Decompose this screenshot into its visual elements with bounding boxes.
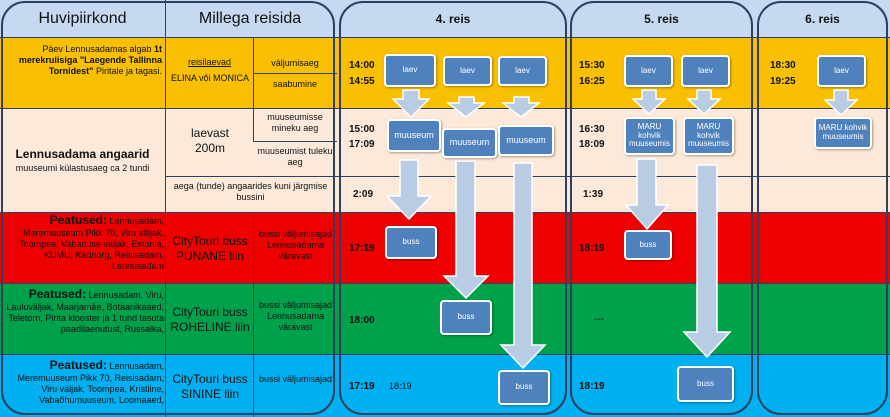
header-area: Huvipiirkond xyxy=(38,10,127,27)
ship-transport-title: reisilaevad xyxy=(187,57,232,67)
trip4-ship-box: laev xyxy=(384,54,436,87)
museum-title: Lennusadama angaarid xyxy=(15,147,150,161)
blue-bus-line: CityTouri buss SININE liin xyxy=(172,372,248,401)
col-divider xyxy=(253,37,254,141)
header-transport: Millega reisida xyxy=(198,10,302,27)
trip5-wait: 1:39 xyxy=(583,189,604,200)
arrow-down xyxy=(500,96,542,118)
trip6-ship-box: laev xyxy=(817,55,866,87)
green-stops: Peatused: Lennusadam, Viru, Lauluväljak,… xyxy=(6,287,164,334)
trip5-ship-depart: 15:30 xyxy=(579,60,605,71)
sub-divider xyxy=(253,141,337,142)
col-divider xyxy=(165,0,166,417)
museum-go-label: muuseumisse mineku aeg xyxy=(267,112,323,133)
trip4-blue-time: 17:19 xyxy=(349,381,375,392)
trip4-ship-box: laev xyxy=(498,56,547,86)
trip4-museum-box: muuseum xyxy=(442,128,497,158)
trip6-ship-depart: 18:30 xyxy=(770,60,796,71)
row-divider xyxy=(0,108,890,109)
blue-bus-note: bussi väljumisajad xyxy=(258,374,333,384)
arrow-down xyxy=(442,160,490,300)
trip5-museum-box: MARU kohvik muuseumis xyxy=(683,117,734,155)
arrow-down xyxy=(631,89,667,116)
museum-leave-label: muuseumist tuleku aeg xyxy=(257,146,333,167)
row-divider xyxy=(0,37,890,38)
trip5-ship-arrive: 16:25 xyxy=(579,76,605,87)
trip5-museum-go: 16:30 xyxy=(579,124,605,135)
arrow-down xyxy=(682,164,732,359)
wait-label: aega (tunde) angaarides kuni järgmise bu… xyxy=(173,181,328,202)
trip4-bus-box-blue: buss xyxy=(498,370,550,405)
trip4-museum-box: muuseum xyxy=(498,125,554,156)
ship-row-description: Päev Lennusadamas algab 1t merekruiisiga… xyxy=(18,44,162,76)
ship-depart-label: väljumisaeg xyxy=(271,58,319,68)
trip4-red-time: 17:19 xyxy=(349,243,375,254)
trip5-bus-box-red: buss xyxy=(624,230,672,260)
trip4-bus-box-green: buss xyxy=(440,300,492,335)
row-divider xyxy=(0,212,890,213)
header-trip4: 4. reis xyxy=(435,12,471,26)
trip4-museum-box: muuseum xyxy=(387,119,441,152)
green-bus-line: CityTouri buss ROHELINE liin xyxy=(170,305,250,334)
trip4-ship-depart: 14:00 xyxy=(349,60,375,71)
arrow-down xyxy=(391,89,431,119)
trip6-frame xyxy=(757,1,888,415)
green-bus-note: bussi väljumisajad Lennusadama väravast xyxy=(258,300,333,332)
left-panel-frame xyxy=(1,1,335,415)
trip5-red-time: 18:19 xyxy=(579,243,605,254)
museum-subtitle: muuseumi külastusaeg ca 2 tundi xyxy=(15,163,150,173)
row-divider xyxy=(0,354,890,355)
header-trip5: 5. reis xyxy=(644,12,679,26)
trip6-ship-arrive: 19:25 xyxy=(770,76,796,87)
arrow-down xyxy=(499,162,547,370)
trip5-bus-box-blue: buss xyxy=(677,366,734,402)
trip4-green-time: 18:00 xyxy=(349,315,375,326)
trip4-museum-leave: 17:09 xyxy=(349,139,375,150)
trip5-blue-time: 18:19 xyxy=(579,381,605,392)
sub-divider xyxy=(253,73,337,74)
trip5-ship-box: laev xyxy=(681,55,730,87)
red-bus-note: bussi väljumisajad Lennusadama väravast xyxy=(258,229,333,261)
arrow-down xyxy=(823,89,859,117)
arrow-down xyxy=(686,89,722,116)
col-divider xyxy=(253,212,254,417)
trip5-museum-box: MARU kohvik muuseumis xyxy=(624,117,675,155)
blue-stops: Peatused: Lennusadam, Meremuuseum Pikk 7… xyxy=(17,358,164,405)
trip4-bus-box-red: buss xyxy=(385,226,437,259)
header-trip6: 6. reis xyxy=(805,12,840,26)
trip5-frame xyxy=(570,1,753,415)
trip4-ship-arrive: 14:55 xyxy=(349,76,375,87)
wait-row-band xyxy=(0,176,890,212)
trip4-wait: 2:09 xyxy=(353,189,374,200)
trip5-ship-box: laev xyxy=(624,55,673,87)
trip6-museum-box: MARU kohvik muuseumis xyxy=(814,117,872,149)
trip5-museum-leave: 18:09 xyxy=(579,139,605,150)
trip4-blue-extra-time: 18:19 xyxy=(389,381,412,391)
red-bus-line: CityTouri buss PUNANE liin xyxy=(172,234,248,263)
ship-arrive-label: saabumine xyxy=(272,79,318,89)
red-line-row-band xyxy=(0,212,890,283)
arrow-down xyxy=(624,158,670,231)
trip4-ship-box: laev xyxy=(443,56,492,86)
row-divider xyxy=(0,283,890,284)
arrow-down xyxy=(385,159,433,221)
trip4-frame xyxy=(339,1,567,415)
red-stops: Peatused: Lennusadam, Meremuuseum Pikk 7… xyxy=(19,213,164,271)
trip5-green-time: --- xyxy=(594,314,604,325)
museum-transport: laevast 200m xyxy=(190,126,230,155)
arrow-down xyxy=(445,96,487,118)
trip4-museum-go: 15:00 xyxy=(349,124,375,135)
ship-transport-sub: ELINA või MONICA xyxy=(170,73,250,83)
